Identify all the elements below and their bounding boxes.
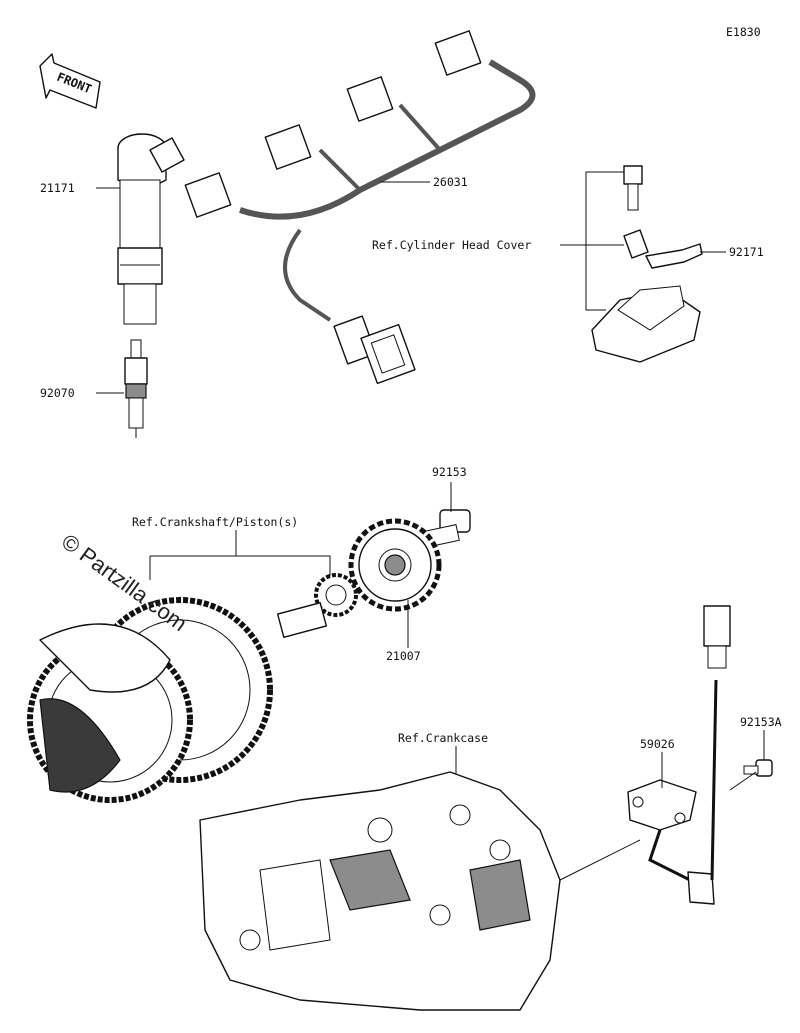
label-sensor: 59026 bbox=[640, 737, 675, 751]
label-ref-cylinder-head-cover: Ref.Cylinder Head Cover bbox=[372, 238, 531, 252]
crankshaft-icon bbox=[27, 573, 358, 803]
diagram-code: E1830 bbox=[726, 25, 761, 39]
clamp-icon bbox=[623, 229, 703, 269]
label-ref-crankshaft-piston: Ref.Crankshaft/Piston(s) bbox=[132, 515, 298, 529]
front-arrow-icon: FRONT bbox=[39, 53, 101, 109]
label-rotor: 21007 bbox=[386, 649, 421, 663]
label-ref-crankcase: Ref.Crankcase bbox=[398, 731, 488, 745]
label-clamp: 92171 bbox=[729, 245, 764, 259]
rotor-gear-icon bbox=[348, 518, 442, 612]
sensor-icon bbox=[627, 605, 731, 905]
label-spark-plug: 92070 bbox=[40, 386, 75, 400]
label-bolt-92153a: 92153A bbox=[740, 715, 782, 729]
label-wire-harness: 26031 bbox=[433, 175, 468, 189]
spark-plug-icon bbox=[124, 339, 148, 438]
label-bolt-92153: 92153 bbox=[432, 465, 467, 479]
crankcase-icon bbox=[199, 771, 561, 1011]
bolt-92153a-icon bbox=[743, 759, 773, 777]
cylinder-head-cover-icon bbox=[591, 285, 701, 363]
wire-harness-icon bbox=[184, 30, 536, 385]
label-ignition-coil: 21171 bbox=[40, 181, 75, 195]
ignition-coil-icon bbox=[117, 133, 185, 325]
head-bolt-icon bbox=[623, 165, 643, 211]
